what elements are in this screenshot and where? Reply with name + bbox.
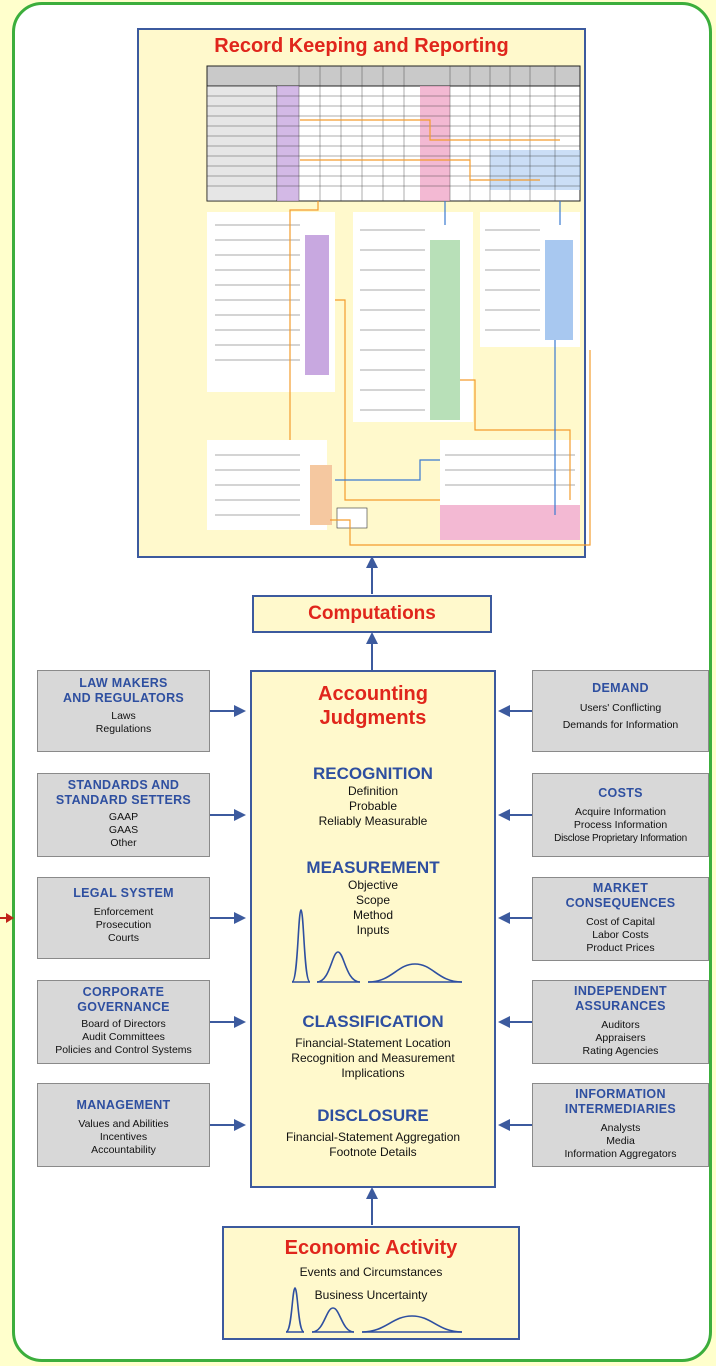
independent-assurances-line: Rating Agencies	[582, 1045, 659, 1057]
corporate-governance-line: Policies and Control Systems	[55, 1044, 192, 1056]
corporate-governance-head: CORPORATE	[82, 985, 165, 999]
financial-statements	[207, 201, 591, 546]
red-pointer-arrow	[0, 913, 14, 923]
disclosure-heading: DISCLOSURE	[317, 1106, 429, 1125]
market-consequences-box: MARKET CONSEQUENCES Cost of Capital Labo…	[532, 877, 709, 961]
information-intermediaries-box: INFORMATION INTERMEDIARIES Analysts Medi…	[532, 1083, 709, 1167]
classification-line: Recognition and Measurement	[291, 1051, 455, 1065]
standard-setters-line: GAAS	[108, 824, 139, 836]
section-classification: CLASSIFICATION Financial-Statement Locat…	[252, 1012, 494, 1081]
recognition-heading: RECOGNITION	[313, 764, 433, 783]
judgments-title-line1: Accounting	[318, 683, 428, 705]
management-line: Accountability	[91, 1144, 156, 1156]
classification-line: Financial-Statement Location	[295, 1036, 451, 1050]
measurement-line: Inputs	[356, 923, 390, 937]
independent-assurances-box: INDEPENDENT ASSURANCES Auditors Appraise…	[532, 980, 709, 1064]
market-consequences-head: CONSEQUENCES	[565, 896, 676, 910]
costs-box: COSTS Acquire Information Process Inform…	[532, 773, 709, 857]
information-intermediaries-line: Analysts	[600, 1122, 641, 1134]
costs-line: Process Information	[573, 819, 668, 831]
independent-assurances-line: Appraisers	[595, 1032, 646, 1044]
economic-activity-title: Economic Activity	[284, 1237, 458, 1259]
information-intermediaries-line: Information Aggregators	[564, 1148, 677, 1160]
costs-head: COSTS	[598, 786, 643, 800]
economic-activity-line: Business Uncertainty	[314, 1288, 428, 1302]
demand-line: Demands for Information	[562, 719, 679, 731]
measurement-line: Objective	[347, 878, 399, 892]
law-makers-line: Laws	[111, 710, 136, 722]
law-makers-line: Regulations	[95, 723, 152, 735]
corporate-governance-line: Audit Committees	[82, 1031, 165, 1043]
information-intermediaries-line: Media	[606, 1135, 635, 1147]
section-disclosure: DISCLOSURE Financial-Statement Aggregati…	[252, 1106, 494, 1160]
uncertainty-curves-icon	[285, 1287, 463, 1333]
demand-box: DEMAND Users' Conflicting Demands for In…	[532, 670, 709, 752]
classification-heading: CLASSIFICATION	[302, 1012, 444, 1031]
measurement-line: Method	[352, 908, 394, 922]
independent-assurances-line: Auditors	[601, 1019, 640, 1031]
legal-system-line: Courts	[108, 932, 139, 944]
legal-system-box: LEGAL SYSTEM Enforcement Prosecution Cou…	[37, 877, 210, 959]
legal-system-line: Enforcement	[93, 906, 154, 918]
accounting-judgments-box: Accounting Judgments RECOGNITION Definit…	[250, 670, 496, 1188]
standard-setters-head: STANDARDS AND	[67, 778, 180, 792]
section-recognition: RECOGNITION Definition Probable Reliably…	[252, 764, 494, 829]
costs-line: Disclose Proprietary Information	[554, 833, 687, 844]
economic-activity-box: Economic Activity Events and Circumstanc…	[222, 1226, 520, 1340]
management-box: MANAGEMENT Values and Abilities Incentiv…	[37, 1083, 210, 1167]
computations-title: Computations	[308, 603, 436, 624]
distribution-curves-icon	[291, 909, 463, 983]
corporate-governance-box: CORPORATE GOVERNANCE Board of Directors …	[37, 980, 210, 1064]
market-consequences-line: Product Prices	[586, 942, 655, 954]
law-makers-box: LAW MAKERS AND REGULATORS Laws Regulatio…	[37, 670, 210, 752]
recognition-line: Reliably Measurable	[318, 814, 428, 828]
worksheet-table	[206, 65, 581, 202]
management-line: Incentives	[99, 1131, 148, 1143]
independent-assurances-head: ASSURANCES	[575, 999, 666, 1013]
demand-head: DEMAND	[592, 681, 649, 695]
judgments-title-line2: Judgments	[319, 707, 427, 729]
standard-setters-head: STANDARD SETTERS	[55, 793, 192, 807]
market-consequences-line: Cost of Capital	[586, 916, 655, 928]
market-consequences-head: MARKET	[592, 881, 649, 895]
disclosure-line: Footnote Details	[329, 1145, 417, 1159]
legal-system-head: LEGAL SYSTEM	[73, 886, 174, 900]
computations-box: Computations	[252, 595, 492, 633]
classification-line: Implications	[341, 1066, 405, 1080]
corporate-governance-line: Board of Directors	[81, 1018, 166, 1030]
demand-line: Users' Conflicting	[579, 702, 662, 714]
recognition-line: Definition	[347, 784, 399, 798]
market-consequences-line: Labor Costs	[592, 929, 649, 941]
legal-system-line: Prosecution	[95, 919, 152, 931]
economic-activity-line: Events and Circumstances	[299, 1265, 443, 1279]
measurement-line: Scope	[355, 893, 391, 907]
standard-setters-box: STANDARDS AND STANDARD SETTERS GAAP GAAS…	[37, 773, 210, 857]
standard-setters-line: GAAP	[108, 811, 139, 823]
information-intermediaries-head: INFORMATION	[575, 1087, 666, 1101]
section-measurement: MEASUREMENT Objective Scope Method Input…	[252, 858, 494, 938]
measurement-heading: MEASUREMENT	[306, 858, 440, 877]
law-makers-head: LAW MAKERS	[79, 676, 168, 690]
independent-assurances-head: INDEPENDENT	[574, 984, 667, 998]
management-line: Values and Abilities	[78, 1118, 169, 1130]
information-intermediaries-head: INTERMEDIARIES	[564, 1102, 677, 1116]
management-head: MANAGEMENT	[76, 1098, 171, 1112]
recognition-line: Probable	[348, 799, 398, 813]
costs-line: Acquire Information	[574, 806, 667, 818]
law-makers-head: AND REGULATORS	[62, 691, 185, 705]
record-keeping-title: Record Keeping and Reporting	[214, 35, 509, 57]
disclosure-line: Financial-Statement Aggregation	[285, 1130, 461, 1144]
standard-setters-line: Other	[110, 837, 137, 849]
corporate-governance-head: GOVERNANCE	[77, 1000, 170, 1014]
